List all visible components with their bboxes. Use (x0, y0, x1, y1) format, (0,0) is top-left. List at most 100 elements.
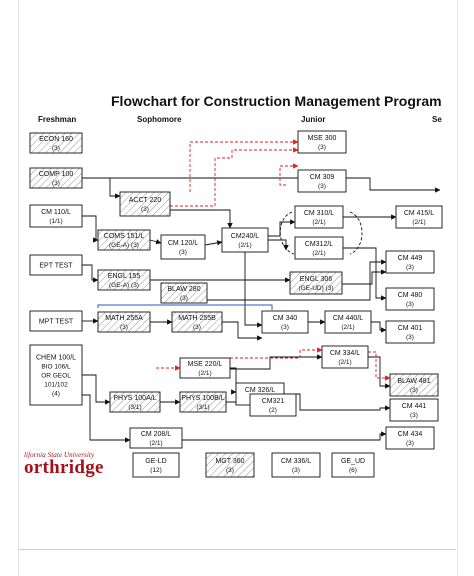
course-box-cm110 (29, 204, 83, 228)
course-units-math255b: (3) (193, 324, 201, 331)
course-node-cm240: CM240/L(2/1) (221, 227, 269, 253)
course-node-cm310: CM 310/L(2/1) (294, 205, 344, 229)
course-code-cm110: CM 110/L (41, 209, 71, 216)
connector-line (222, 321, 263, 341)
connector-line (189, 139, 299, 192)
connector-line (82, 177, 441, 193)
course-units-math255a: (3) (120, 324, 128, 331)
course-node-ept: EPT TEST (29, 254, 83, 276)
course-code-cm326: CM 326/L (245, 387, 275, 394)
course-node-cm415: CM 415/L(2/1) (395, 205, 443, 229)
course-units-cm334: (2/1) (338, 359, 351, 366)
course-units-engl155: (GE-A) (3) (109, 282, 139, 289)
connector-line (149, 239, 162, 245)
course-node-cm110: CM 110/L (1/1) (29, 204, 83, 228)
course-code-cm120: CM 120/L (168, 240, 198, 247)
logo-campus-text: orthridge (24, 457, 104, 478)
course-units-cm480: (3) (406, 301, 414, 308)
course-code-math255b: MATH 255B (178, 315, 216, 322)
column-heading-senior: Se (432, 115, 442, 124)
connector-line (170, 209, 233, 229)
course-units-cm401: (3) (406, 334, 414, 341)
connector-line (368, 356, 391, 389)
course-node-cm440: CM 440/L(2/1) (324, 310, 372, 334)
course-node-gelld: GE-LD(12) (132, 452, 180, 478)
course-code-blaw481: BLAW 481 (397, 378, 430, 385)
course-node-cm208: CM 208/L (2/1) (129, 427, 183, 449)
connector-line (284, 393, 391, 411)
connector-line (268, 239, 289, 251)
connector-line (204, 240, 223, 246)
course-code-cm321: CM321 (262, 398, 285, 405)
course-code-comm151: COMS 151/L (104, 233, 145, 240)
course-units-cm312: (2/1) (312, 250, 325, 257)
course-units-cm110: (1/1) (49, 218, 62, 225)
course-box-acct220 (119, 191, 171, 217)
connector-line (182, 431, 387, 441)
course-node-cm309: CM 309(3) (297, 169, 347, 193)
course-units-acct220: (3) (141, 206, 149, 213)
course-code-engl155: ENGL 155 (108, 273, 141, 280)
course-units-cm340: (3) (281, 324, 289, 331)
course-node-engl155: ENGL 155 (GE-A) (3) (97, 269, 151, 291)
connector-line (279, 163, 299, 186)
course-box-ept (29, 254, 83, 276)
course-node-acct220: ACCT 220(3) (119, 191, 171, 217)
course-node-comp100: COMP 100(3) (29, 167, 83, 189)
course-box-cm208 (129, 427, 183, 449)
course-node-phys100b: PHYS 100B/L(3/1) (179, 391, 227, 413)
course-box-phys100b (179, 391, 227, 413)
course-box-cm309 (297, 169, 347, 193)
connector-line (82, 264, 99, 283)
course-node-cm312: CM312/L (2/1) (294, 236, 344, 260)
course-node-cm434: CM 434(3) (385, 426, 435, 450)
connector-line (82, 394, 131, 443)
course-box-cm434 (385, 426, 435, 450)
course-box-cm310 (294, 205, 344, 229)
course-code-mse220: MSE 220/L (188, 361, 223, 368)
course-box-blaw280 (160, 282, 208, 304)
course-code-cm401: CM 401 (398, 325, 423, 332)
course-node-cm449: CM 449(3) (385, 250, 435, 274)
course-box-engl155 (97, 269, 151, 291)
course-box-cm321 (249, 393, 297, 417)
course-code-cm334: CM 334/L (330, 350, 360, 357)
course-units-econ160: (3) (52, 145, 60, 152)
course-box-gelld (132, 452, 180, 478)
course-code-cm440: CM 440/L (333, 315, 363, 322)
course-units-chem: BIO 106/L (41, 364, 71, 371)
course-units-phys100b: (3/1) (196, 404, 209, 411)
course-code-cm449: CM 449 (398, 255, 423, 262)
connector-line (368, 351, 391, 381)
course-node-mse300: MSE 300(3) (297, 130, 347, 154)
course-code-blaw280: BLAW 280 (167, 286, 200, 293)
course-box-cm340 (261, 310, 309, 334)
course-code-gelld: GE-LD (145, 458, 166, 465)
course-node-math255b: MATH 255B (3) (171, 311, 223, 333)
course-units-cm208: (2/1) (149, 440, 162, 447)
course-node-blaw280: BLAW 280(3) (160, 282, 208, 304)
course-code-cm340: CM 340 (273, 315, 298, 322)
course-box-cm441 (389, 398, 439, 422)
course-code-cm441: CM 441 (402, 403, 427, 410)
course-node-mpt: MPT TEST (29, 310, 83, 332)
course-node-math255a: MATH 255A(3) (97, 311, 151, 333)
connector-line (82, 374, 111, 405)
course-code-cm208: CM 208/L (141, 431, 171, 438)
course-box-cm440 (324, 310, 372, 334)
course-code-cm312: CM312/L (305, 241, 334, 248)
course-node-geud: GE_UD(6) (331, 452, 375, 478)
course-node-cm120: CM 120/L(3) (160, 234, 206, 260)
course-box-mse300 (297, 130, 347, 154)
university-logo: lifornia State University orthridge (24, 451, 106, 485)
connector-line (230, 354, 323, 370)
course-node-blaw481: BLAW 481(3) (389, 373, 439, 397)
course-code-chem: CHEM 100/L (36, 355, 76, 362)
course-units-comm151: (GE-A) (3) (109, 242, 139, 249)
course-code-cm240: CM240/L (231, 233, 260, 240)
column-heading-freshman: Freshman (38, 115, 77, 124)
column-heading-sophomore: Sophomore (137, 115, 182, 124)
course-box-comp100 (29, 167, 83, 189)
